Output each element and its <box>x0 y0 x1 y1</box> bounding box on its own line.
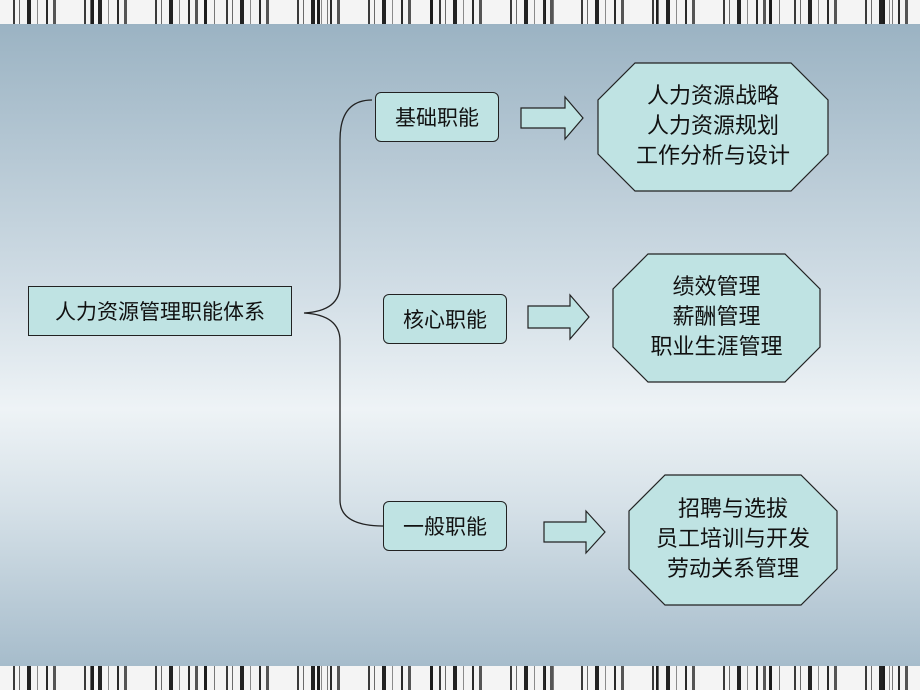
basic-item-3: 工作分析与设计 <box>635 144 790 169</box>
core-function-box: 核心职能 <box>383 294 507 344</box>
core-detail-octagon: 绩效管理 薪酬管理 职业生涯管理 <box>612 253 821 383</box>
basic-detail-octagon: 人力资源战略 人力资源规划 工作分析与设计 <box>597 62 829 192</box>
basic-function-label: 基础职能 <box>395 106 479 130</box>
root-label: 人力资源管理职能体系 <box>55 300 265 324</box>
general-detail-octagon: 招聘与选拔 员工培训与开发 劳动关系管理 <box>628 474 838 606</box>
basic-item-2: 人力资源规划 <box>646 114 779 139</box>
core-item-1: 绩效管理 <box>672 275 761 300</box>
top-barcode-decoration <box>0 0 920 24</box>
core-item-3: 职业生涯管理 <box>650 335 783 360</box>
bottom-barcode-decoration <box>0 666 920 690</box>
curly-brace-connector <box>303 99 385 527</box>
basic-function-box: 基础职能 <box>375 92 499 142</box>
arrow-core <box>527 293 590 341</box>
root-function-box: 人力资源管理职能体系 <box>28 286 292 336</box>
general-item-2: 员工培训与开发 <box>655 527 810 552</box>
general-function-box: 一般职能 <box>383 501 507 551</box>
core-item-2: 薪酬管理 <box>672 305 761 330</box>
arrow-general <box>543 509 606 555</box>
general-item-1: 招聘与选拔 <box>677 497 788 522</box>
octagon-shape <box>597 62 829 192</box>
core-function-label: 核心职能 <box>403 308 487 332</box>
general-function-label: 一般职能 <box>403 515 487 539</box>
general-item-3: 劳动关系管理 <box>666 557 799 582</box>
octagon-shape <box>628 474 838 606</box>
basic-item-1: 人力资源战略 <box>646 84 779 109</box>
octagon-shape <box>612 253 821 383</box>
arrow-basic <box>520 95 584 141</box>
